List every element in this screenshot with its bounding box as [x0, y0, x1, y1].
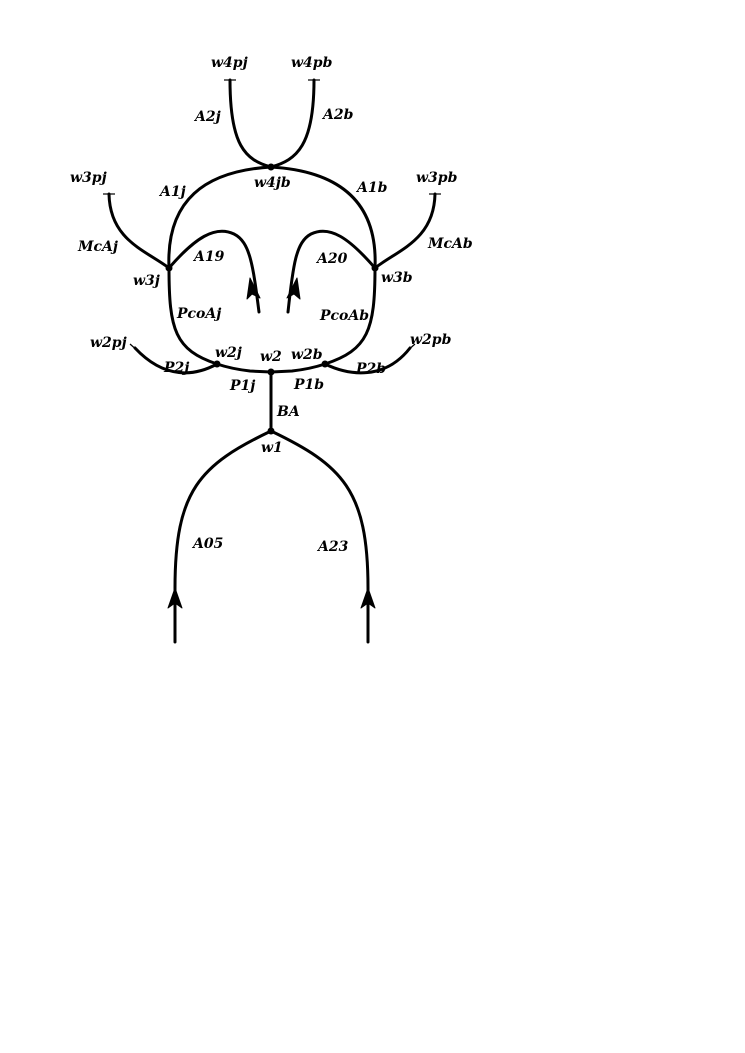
label-a19: A19 [192, 249, 225, 265]
label-pcoab: PcoAb [319, 308, 369, 324]
label-w3pj: w3pj [70, 170, 107, 186]
label-mcab: McAb [427, 236, 473, 252]
label-w3b: w3b [381, 270, 413, 286]
label-a23: A23 [316, 539, 349, 555]
label-a1b: A1b [355, 180, 388, 196]
label-a2b: A2b [321, 107, 354, 123]
edge-a19 [167, 229, 261, 314]
label-w2pb: w2pb [410, 332, 452, 348]
edge-a1j [167, 165, 273, 270]
label-w3pb: w3pb [416, 170, 458, 186]
edge-mcab [373, 192, 437, 270]
label-w2b: w2b [291, 347, 323, 363]
label-ba: BA [276, 404, 300, 420]
node-w2j [213, 360, 221, 368]
label-w4pj: w4pj [211, 55, 248, 71]
edge-a2b [269, 78, 316, 169]
node-w2 [267, 368, 275, 376]
arrow-a23-icon [360, 587, 376, 609]
edge-pcoab [323, 266, 377, 366]
label-a20: A20 [315, 251, 348, 267]
label-p2j: P2j [163, 360, 189, 376]
node-w3b [371, 264, 379, 272]
edge-p2j [133, 346, 219, 375]
edge-a05 [173, 429, 273, 644]
label-p1b: P1b [293, 377, 324, 393]
label-a05: A05 [191, 536, 223, 552]
edge-p1b [269, 362, 327, 374]
label-mcaj: McAj [77, 239, 118, 255]
edge-p1j [215, 362, 273, 374]
stub-w2pj [129, 343, 140, 353]
edge-mcaj [107, 192, 171, 270]
label-w2: w2 [260, 349, 282, 365]
label-w4pb: w4pb [291, 55, 333, 71]
label-a2j: A2j [193, 109, 221, 125]
edge-a20 [286, 229, 377, 314]
arrow-a05-icon [167, 587, 183, 609]
label-p1j: P1j [229, 378, 255, 394]
stub-w2pb [405, 343, 416, 353]
arrow-a19-icon [246, 277, 261, 300]
node-w4jb [267, 163, 275, 171]
label-w2j: w2j [215, 345, 242, 361]
label-p2b: P2b [355, 361, 386, 377]
edge-a23 [269, 429, 370, 644]
label-pcoaj: PcoAj [176, 306, 221, 322]
label-a1j: A1j [158, 184, 186, 200]
arrow-a20-icon [286, 277, 301, 300]
label-w1: w1 [261, 440, 283, 456]
edge-a1b [269, 165, 377, 270]
label-w4jb: w4jb [254, 175, 291, 191]
node-w2b [321, 360, 329, 368]
edge-pcoaj [167, 266, 219, 366]
edge-a2j [228, 78, 273, 169]
label-w2pj: w2pj [90, 335, 127, 351]
node-w1 [267, 427, 275, 435]
node-w3j [165, 264, 173, 272]
edge-p2b [323, 346, 412, 375]
label-w3j: w3j [133, 273, 160, 289]
